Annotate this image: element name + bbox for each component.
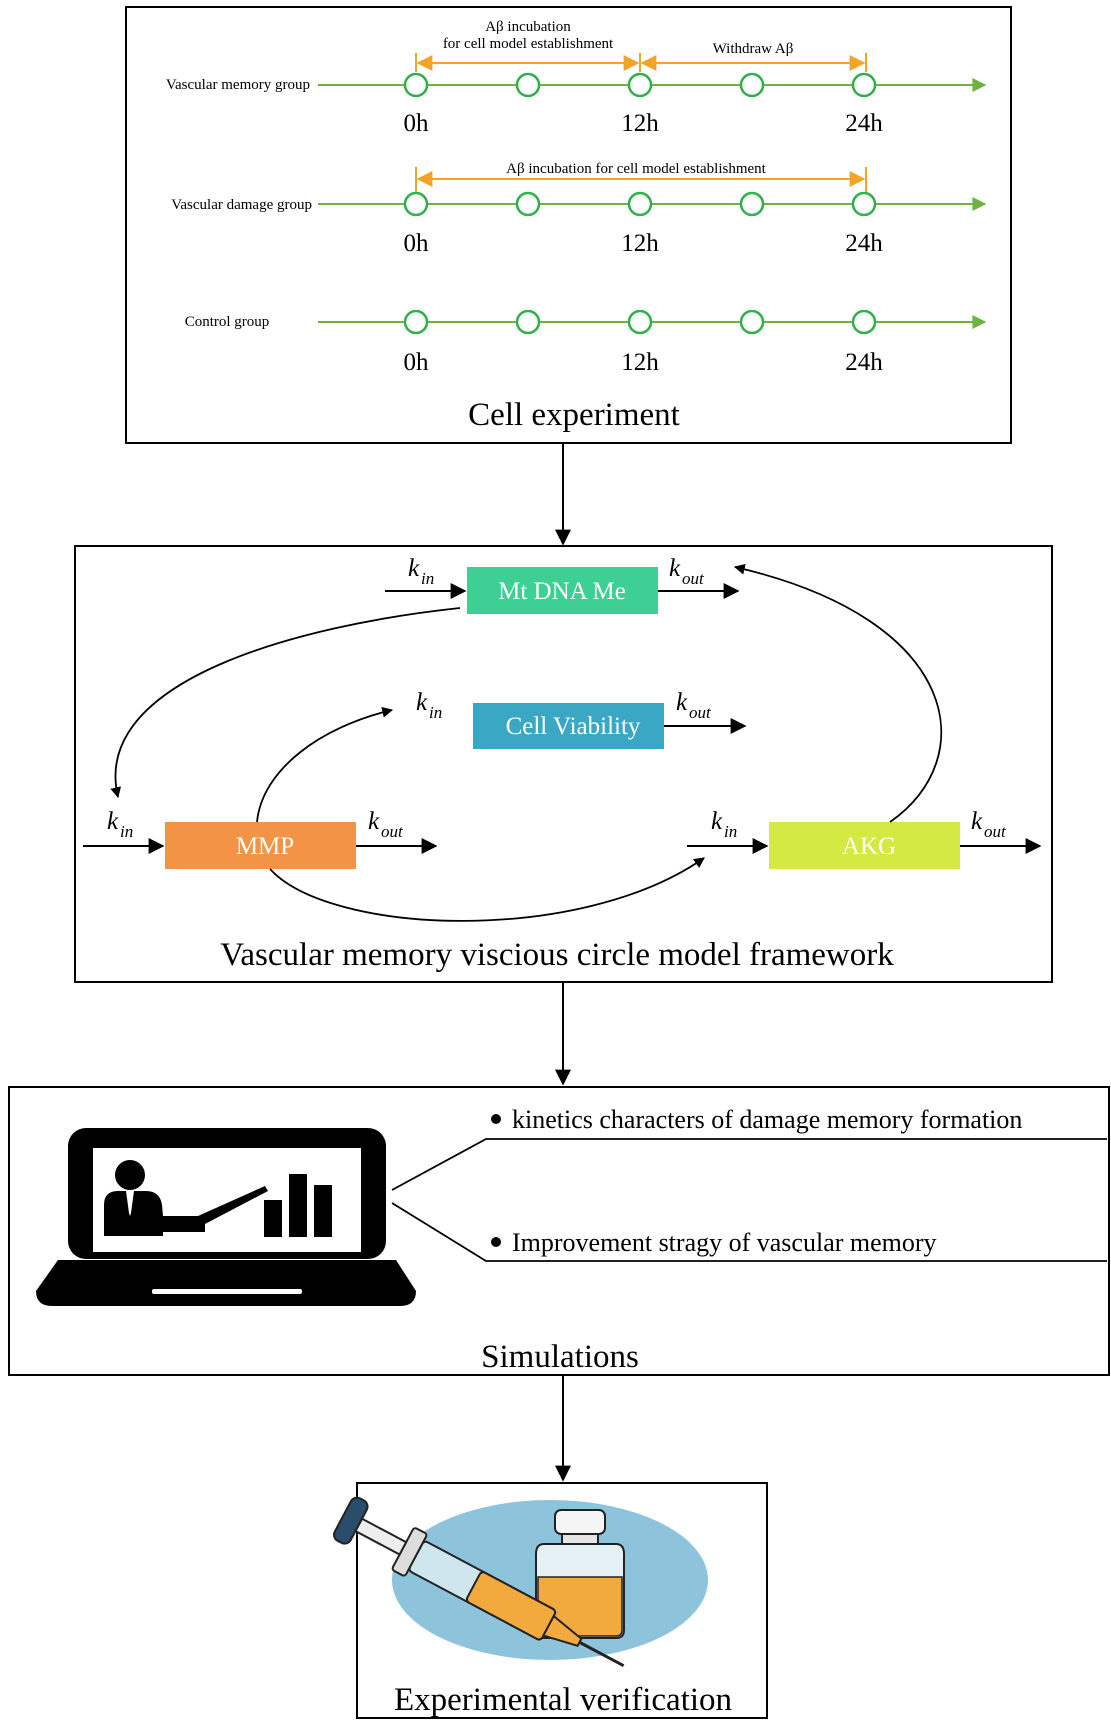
timepoint — [515, 72, 541, 98]
timepoint — [851, 309, 877, 335]
akg-label: AKG — [842, 833, 896, 860]
mtdna-to-mmp-arrow — [110, 607, 461, 799]
span-label: Aβ incubation — [485, 19, 571, 35]
kout-label: k out — [368, 808, 404, 841]
rate-subscript: in — [429, 703, 442, 722]
rate-subscript: in — [421, 569, 434, 588]
group-label: Vascular memory group — [166, 77, 310, 93]
akg-node — [769, 822, 960, 869]
timepoint — [403, 191, 429, 217]
syringe-vial-icon — [333, 1496, 708, 1668]
group-label: Vascular damage group — [171, 197, 312, 213]
time-label: 12h — [621, 349, 659, 376]
timepoint — [851, 72, 877, 98]
bullet-connector — [391, 1202, 1107, 1262]
mtdna-me-node — [467, 567, 658, 614]
bullet-text: Improvement stragy of vascular memory — [512, 1228, 937, 1257]
verification-panel — [356, 1482, 768, 1719]
simulations-caption: Simulations — [481, 1339, 639, 1375]
time-label: 0h — [404, 230, 430, 257]
rate-subscript: in — [724, 822, 737, 841]
model-framework-panel — [74, 545, 1053, 983]
rate-symbol: k — [107, 808, 119, 835]
cell-experiment-caption: Cell experiment — [468, 397, 680, 433]
vascular-memory-group: Vascular memory group 0h 12h 24h Aβ incu… — [166, 19, 987, 137]
rate-symbol: k — [711, 808, 723, 835]
span-label: Aβ incubation for cell model establishme… — [506, 161, 766, 177]
span-label: Withdraw Aβ — [713, 41, 794, 57]
kin-label: k in — [107, 808, 133, 841]
rate-symbol: k — [416, 689, 428, 716]
rate-symbol: k — [408, 555, 420, 582]
cell-experiment-panel — [125, 6, 1012, 444]
bullet-connector — [391, 1138, 1107, 1191]
simulations-panel — [8, 1086, 1110, 1376]
vascular-damage-group: Vascular damage group 0h 12h 24h Aβ incu… — [171, 161, 987, 257]
rate-symbol: k — [676, 689, 688, 716]
time-label: 24h — [845, 110, 883, 137]
presentation-laptop-icon — [36, 1128, 416, 1306]
cell-viability-label: Cell Viability — [506, 713, 641, 740]
mmp-to-viability-arrow — [256, 706, 394, 823]
rate-subscript: out — [984, 822, 1007, 841]
timepoint — [739, 72, 765, 98]
bullet-dot — [491, 1237, 501, 1247]
model-framework-caption: Vascular memory viscious circle model fr… — [220, 937, 894, 973]
rate-symbol: k — [971, 808, 983, 835]
bullet-text: kinetics characters of damage memory for… — [512, 1105, 1022, 1134]
time-label: 0h — [404, 110, 430, 137]
mmp-label: MMP — [236, 833, 294, 860]
timepoint — [627, 309, 653, 335]
rate-subscript: out — [689, 703, 712, 722]
timepoint — [627, 72, 653, 98]
rate-symbol: k — [368, 808, 380, 835]
time-label: 24h — [845, 349, 883, 376]
timepoint — [627, 191, 653, 217]
kout-label: k out — [676, 689, 712, 722]
time-label: 12h — [621, 230, 659, 257]
kin-label: k in — [416, 689, 442, 722]
akg-to-mtdna-arrow — [733, 563, 943, 823]
timepoint — [403, 309, 429, 335]
time-label: 12h — [621, 110, 659, 137]
timepoint — [515, 309, 541, 335]
mmp-to-akg-arrow — [269, 857, 705, 922]
timepoint — [739, 191, 765, 217]
timepoint — [515, 191, 541, 217]
span-label: for cell model establishment — [443, 36, 614, 52]
kout-label: k out — [971, 808, 1007, 841]
mtdna-me-label: Mt DNA Me — [498, 578, 626, 605]
timepoint — [851, 191, 877, 217]
bullet-dot — [491, 1114, 501, 1124]
cell-viability-node — [473, 703, 664, 749]
kin-label: k in — [408, 555, 434, 588]
verification-caption: Experimental verification — [394, 1682, 732, 1718]
time-label: 0h — [404, 349, 430, 376]
control-group: Control group 0h 12h 24h — [185, 309, 987, 376]
kin-label: k in — [711, 808, 737, 841]
time-label: 24h — [845, 230, 883, 257]
rate-subscript: out — [682, 569, 705, 588]
kout-label: k out — [669, 555, 705, 588]
rate-symbol: k — [669, 555, 681, 582]
group-label: Control group — [185, 314, 270, 330]
mmp-node — [165, 822, 356, 869]
timepoint — [403, 72, 429, 98]
timepoint — [739, 309, 765, 335]
rate-subscript: in — [120, 822, 133, 841]
rate-subscript: out — [381, 822, 404, 841]
